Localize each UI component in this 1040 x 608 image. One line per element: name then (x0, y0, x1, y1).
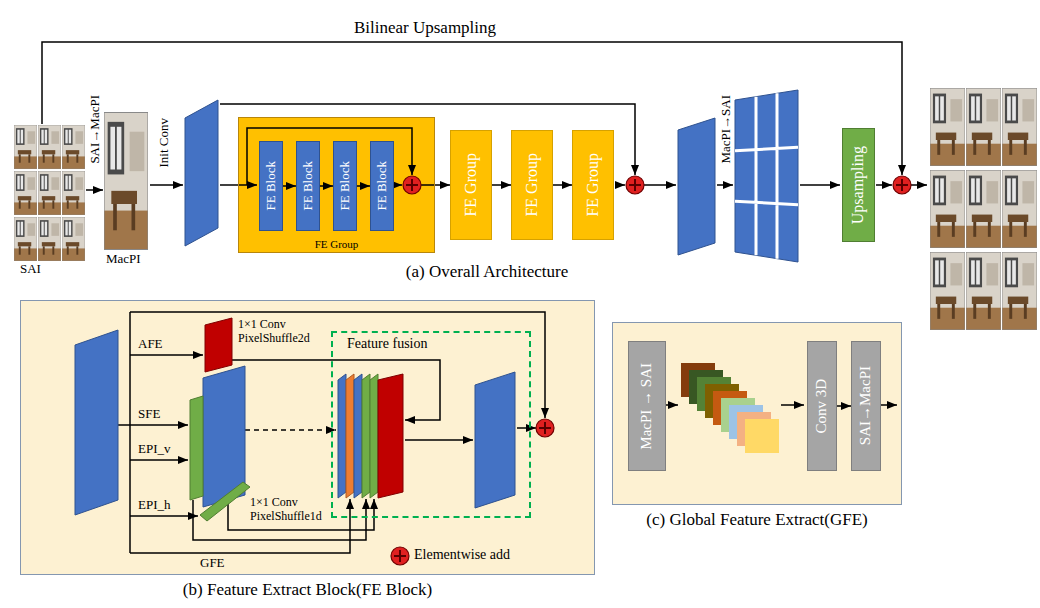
connector-arrow (837, 405, 851, 407)
label-text: MacPI→SAI (719, 95, 734, 164)
connector-arrow (357, 185, 370, 187)
group-box: FE Group (572, 130, 614, 240)
node-text: FE Group (239, 238, 434, 251)
node-text: FE Block (264, 161, 279, 210)
block-box: FE Block (259, 141, 283, 231)
group-box: FE Group (511, 130, 553, 240)
label-text: EPI_h (138, 498, 171, 513)
output-images (930, 88, 1037, 330)
connector-arrow (283, 185, 296, 187)
node-text: Upsampling (849, 146, 867, 224)
node-text: Feature fusion (347, 336, 427, 352)
fusion-region: Feature fusion (331, 331, 531, 518)
node-text: FE Group (462, 153, 480, 217)
group-box: FE Group FE Block FE Block FE Block FE Block (238, 117, 435, 253)
label-text: MacPI (106, 252, 141, 267)
label-text: AFE (138, 337, 163, 352)
node-text: MacPI → SAI (638, 363, 655, 450)
node-text: FE Group (523, 153, 541, 217)
connector-arrow (553, 184, 572, 186)
group-box: FE Group (450, 130, 492, 240)
node-text: Conv 3D (813, 379, 830, 434)
block-box: FE Block (333, 141, 357, 231)
legend-text: Elementwise add (414, 547, 510, 563)
macpi-image (104, 112, 148, 250)
node-text: (c) Global Feature Extract(GFE) (646, 510, 867, 530)
node-text: (b) Feature Extract Block(FE Block) (183, 580, 432, 600)
label-text: GFE (200, 556, 225, 571)
node-text: FE Block (375, 161, 390, 210)
label-text: EPI_v (138, 442, 171, 457)
process-box: MacPI → SAI (628, 341, 666, 471)
node-text: FE Group (584, 153, 602, 217)
connector-arrow (320, 185, 333, 187)
label-text: Init Conv (157, 118, 172, 167)
block-box: FE Block (370, 141, 394, 231)
block-box: FE Block (296, 141, 320, 231)
wires (42, 42, 927, 553)
sai-images (14, 125, 85, 261)
node-text: FE Block (301, 161, 316, 210)
label-text: 1×1 Conv PixelShuffle1d (250, 496, 324, 524)
connector-arrow (492, 184, 511, 186)
node-text: SAI→MacPI (857, 366, 874, 445)
detail-panel: (c) Global Feature Extract(GFE)MacPI → S… (612, 322, 902, 505)
label-text: 1×1 Conv PixelShuffle2d (238, 318, 322, 346)
connector-arrow (435, 184, 450, 186)
upsampling-box: Upsampling (842, 128, 875, 242)
node-text: FE Block (338, 161, 353, 210)
label-text: SFE (138, 407, 160, 422)
label-text: Bilinear Upsampling (354, 18, 496, 38)
label-text: SAI (20, 262, 41, 277)
process-box: Conv 3D (807, 341, 837, 471)
label-text: (a) Overall Architecture (406, 262, 568, 282)
label-text: SAI→MacPI (88, 95, 103, 164)
process-box: SAI→MacPI (851, 341, 881, 471)
feature-maps (75, 90, 798, 521)
